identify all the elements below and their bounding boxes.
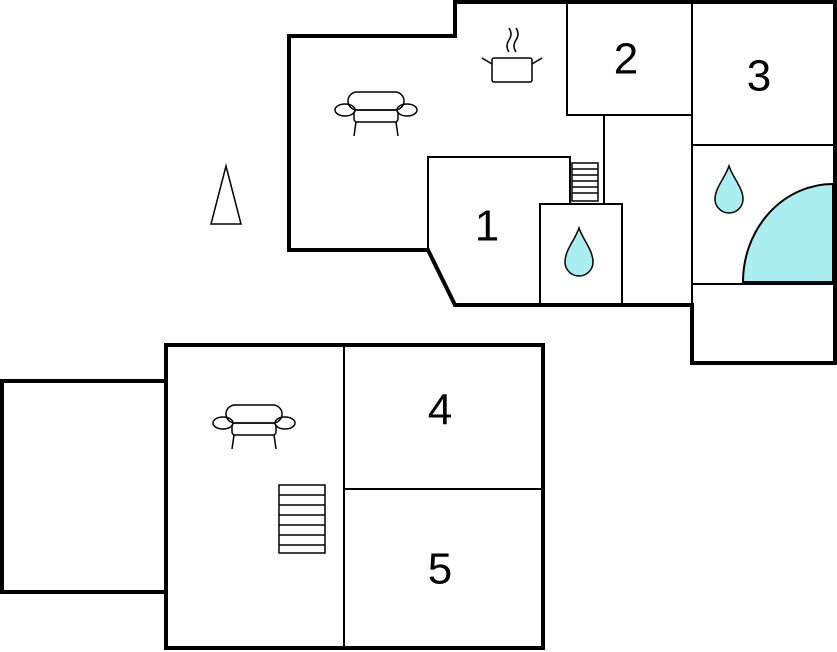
sofa-icon [334,91,418,137]
upper-floor: 1 2 3 [287,0,837,365]
room-1-walls [427,156,571,250]
room-2-label: 2 [614,35,638,84]
lower-floor-outer-wall [164,343,545,650]
room-4-label: 4 [428,386,452,435]
room-1-label: 1 [475,202,499,251]
bathtub-icon [741,182,834,283]
room-3-label: 3 [747,52,771,101]
lower-floor: 4 5 [0,343,545,650]
room-2-walls [566,2,692,116]
terrace-wall [0,379,166,594]
room-5-label: 5 [428,545,452,594]
shower-room [539,203,623,306]
upper-floor-outer-wall [287,0,837,365]
water-drop-icon [714,163,744,214]
stairs-icon [278,484,326,554]
stairs-icon [571,162,599,202]
water-drop-icon [564,225,594,277]
sofa-icon [212,404,296,450]
cooking-pot-icon [481,27,543,83]
north-arrow-icon [210,163,242,225]
